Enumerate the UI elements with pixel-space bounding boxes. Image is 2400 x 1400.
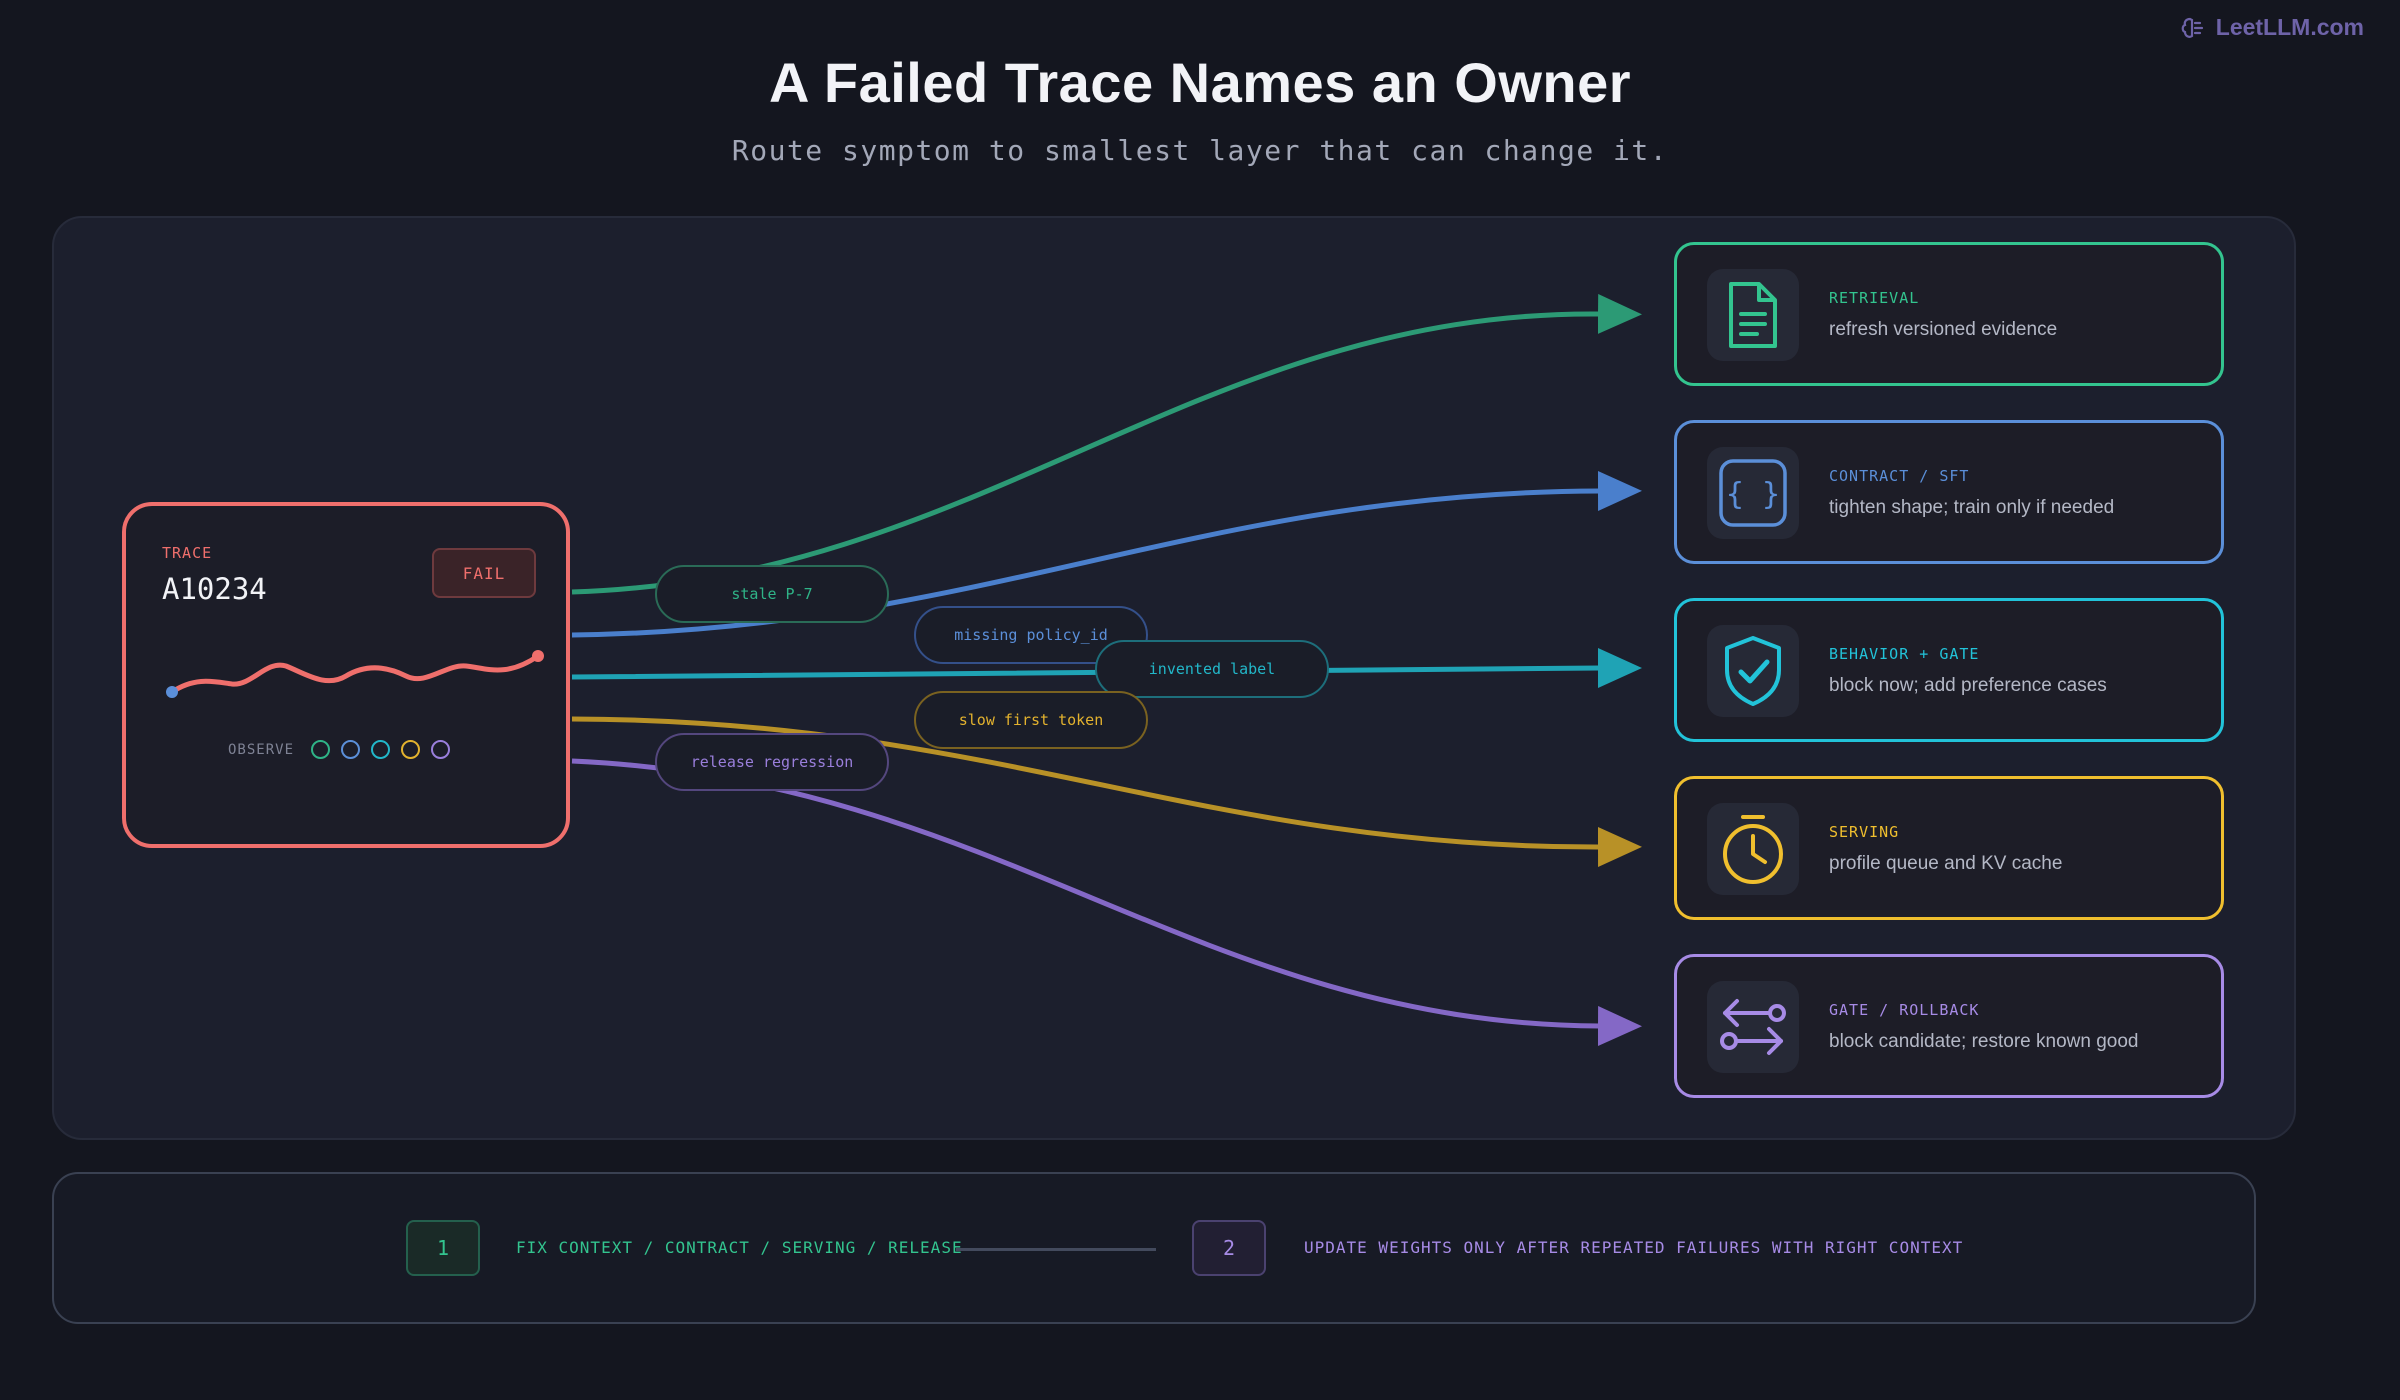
owner-kicker: SERVING — [1829, 823, 1900, 841]
stopwatch-icon — [1707, 803, 1799, 895]
flow-path-rollback — [571, 758, 1642, 1046]
policy-footer: 1 FIX CONTEXT / CONTRACT / SERVING / REL… — [52, 1172, 2256, 1324]
shield-check-icon — [1707, 625, 1799, 717]
owner-kicker: GATE / ROLLBACK — [1829, 1001, 1980, 1019]
trace-signal-sparkline — [166, 650, 544, 698]
symptom-label: missing policy_id — [954, 626, 1108, 644]
svg-text:{ }: { } — [1726, 477, 1780, 512]
flow-path-retrieval — [571, 293, 1642, 595]
brain-icon — [2181, 17, 2203, 38]
observe-row: OBSERVE — [228, 740, 451, 759]
symptom-pill-stale[interactable]: stale P-7 — [655, 565, 889, 623]
owner-card-rollback[interactable]: GATE / ROLLBACK block candidate; restore… — [1674, 954, 2224, 1098]
failed-trace-card[interactable]: TRACE A10234 FAIL OBSERVE — [122, 502, 570, 848]
trace-label: TRACE — [162, 544, 213, 562]
owner-card-behavior[interactable]: BEHAVIOR + GATE block now; add preferenc… — [1674, 598, 2224, 742]
swap-arrows-icon — [1707, 981, 1799, 1073]
step-1-number: 1 — [406, 1220, 480, 1276]
flow-path-contract — [571, 471, 1642, 638]
observe-dot-behavior — [371, 740, 391, 759]
fail-status-badge: FAIL — [432, 548, 536, 598]
page-title: A Failed Trace Names an Owner — [768, 51, 1632, 114]
symptom-pill-release-regression[interactable]: release regression — [655, 733, 889, 791]
owner-description: tighten shape; train only if needed — [1829, 497, 2115, 518]
step-connector — [956, 1248, 1156, 1251]
owner-card-contract[interactable]: { } CONTRACT / SFT tighten shape; train … — [1674, 420, 2224, 564]
observe-dot-rollback — [431, 740, 451, 759]
flow-path-serving — [571, 716, 1642, 868]
brand-text: LeetLLM.com — [2215, 14, 2364, 40]
owner-description: refresh versioned evidence — [1829, 319, 2058, 340]
observe-dot-serving — [401, 740, 421, 759]
document-icon — [1707, 269, 1799, 361]
owner-description: profile queue and KV cache — [1829, 853, 2063, 874]
owner-description: block candidate; restore known good — [1829, 1031, 2139, 1052]
step-2-text: UPDATE WEIGHTS ONLY AFTER REPEATED FAILU… — [1304, 1238, 1964, 1257]
owner-card-retrieval[interactable]: RETRIEVAL refresh versioned evidence — [1674, 242, 2224, 386]
owner-description: block now; add preference cases — [1829, 675, 2107, 696]
owner-kicker: CONTRACT / SFT — [1829, 467, 1970, 485]
symptom-pill-slow-token[interactable]: slow first token — [914, 691, 1148, 749]
brand-logo[interactable]: LeetLLM.com — [2180, 14, 2364, 41]
owner-kicker: BEHAVIOR + GATE — [1829, 645, 1980, 663]
observe-dot-contract — [341, 740, 361, 759]
braces-icon: { } — [1707, 447, 1799, 539]
symptom-label: invented label — [1148, 660, 1276, 678]
symptom-label: slow first token — [958, 711, 1104, 729]
symptom-label: stale P-7 — [731, 585, 813, 603]
flow-path-behavior — [571, 648, 1642, 689]
symptom-label: release regression — [690, 753, 854, 771]
symptom-pill-invented-label[interactable]: invented label — [1095, 640, 1329, 698]
page-subtitle: Route symptom to smallest layer that can… — [731, 134, 1669, 167]
owner-card-serving[interactable]: SERVING profile queue and KV cache — [1674, 776, 2224, 920]
step-2-number: 2 — [1192, 1220, 1266, 1276]
observe-label: OBSERVE — [228, 741, 295, 758]
observe-dot-retrieval — [311, 740, 331, 759]
trace-id: A10234 — [162, 572, 267, 606]
step-1-text: FIX CONTEXT / CONTRACT / SERVING / RELEA… — [516, 1238, 963, 1257]
owner-kicker: RETRIEVAL — [1829, 289, 1920, 307]
